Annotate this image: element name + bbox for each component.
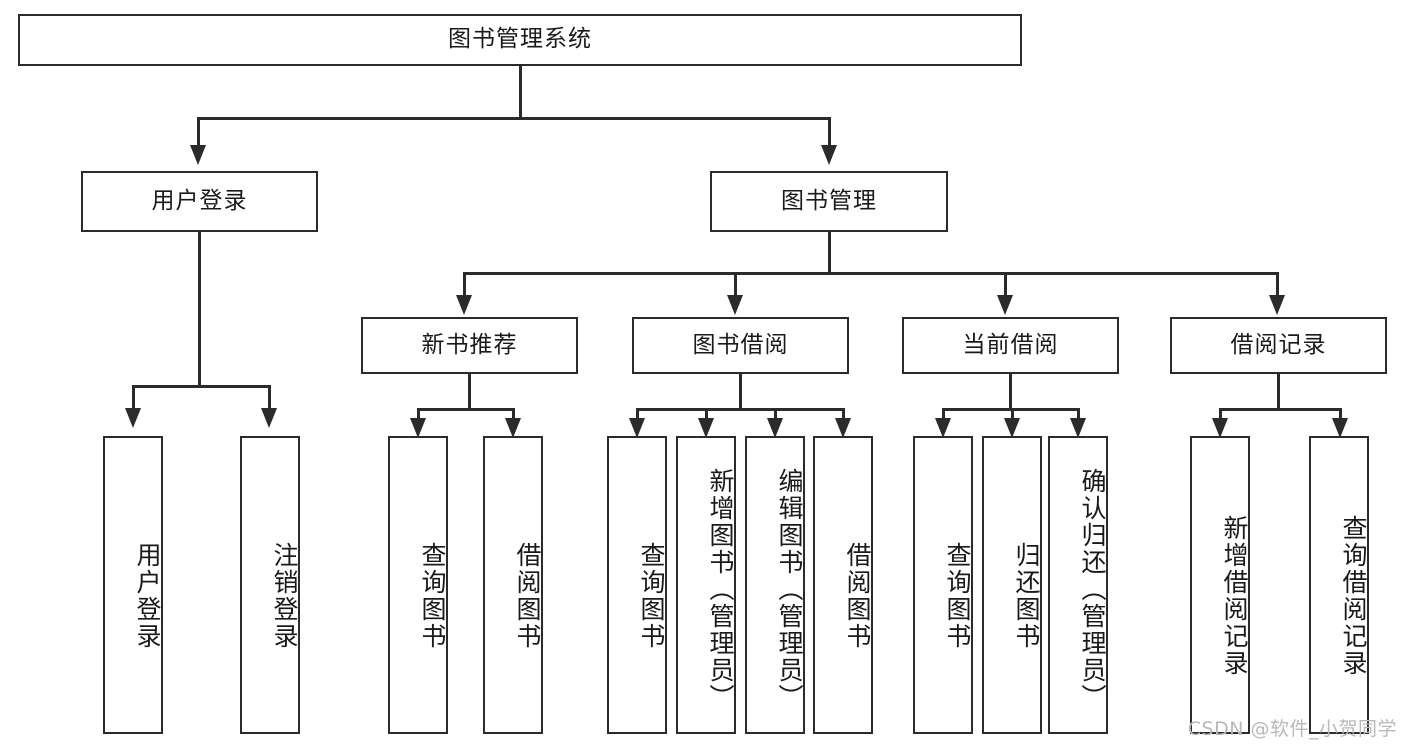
node-label: 查询借阅记录 bbox=[1339, 515, 1368, 677]
node-leaf-borrow-book-2[interactable]: 借阅图书 bbox=[813, 436, 873, 734]
csdn-watermark: CSDN @软件_小贺同学 bbox=[1187, 718, 1397, 740]
arrow-bm-to-current-borrow bbox=[997, 295, 1013, 315]
edge-nbr-bar bbox=[417, 408, 514, 411]
node-label: 图书借阅 bbox=[692, 331, 789, 358]
edge-nbr-to-leaf-2 bbox=[512, 408, 515, 421]
node-new-book-recommend[interactable]: 新书推荐 bbox=[361, 317, 578, 374]
arrow-bb-to-leaf-2 bbox=[698, 418, 714, 438]
node-label: 新增借阅记录 bbox=[1220, 515, 1249, 677]
node-label: 借阅记录 bbox=[1230, 331, 1327, 358]
node-label: 新书推荐 bbox=[421, 331, 518, 358]
edge-bb-to-leaf-2 bbox=[705, 408, 708, 421]
arrow-br-to-leaf-1 bbox=[1212, 418, 1228, 438]
edge-nbr-stem bbox=[468, 374, 471, 410]
edge-root-bar bbox=[197, 117, 831, 120]
edge-br-bar bbox=[1219, 408, 1340, 411]
edge-nbr-to-leaf-1 bbox=[417, 408, 420, 421]
arrow-bm-to-book-borrow bbox=[727, 295, 743, 315]
arrow-br-to-leaf-2 bbox=[1332, 418, 1348, 438]
arrow-nbr-to-leaf-2 bbox=[505, 418, 521, 438]
edge-br-to-leaf-2 bbox=[1339, 408, 1342, 421]
edge-book-manage-bar bbox=[463, 272, 1279, 275]
node-leaf-add-borrow-record[interactable]: 新增借阅记录 bbox=[1190, 436, 1250, 734]
node-leaf-confirm-return-admin[interactable]: 确认归还（管理员） bbox=[1048, 436, 1108, 734]
node-book-manage[interactable]: 图书管理 bbox=[710, 171, 948, 232]
node-leaf-return-book[interactable]: 归还图书 bbox=[982, 436, 1042, 734]
node-leaf-user-login[interactable]: 用户登录 bbox=[103, 436, 163, 734]
edge-br-to-leaf-1 bbox=[1219, 408, 1222, 421]
edge-bm-to-new-book bbox=[463, 272, 466, 297]
node-borrow-record[interactable]: 借阅记录 bbox=[1170, 317, 1387, 374]
node-label: 确认归还（管理员） bbox=[1078, 467, 1107, 711]
arrow-user-login-to-leaf-1 bbox=[125, 408, 141, 428]
edge-user-login-stem bbox=[198, 232, 201, 387]
node-leaf-query-book-2[interactable]: 查询图书 bbox=[607, 436, 667, 734]
edge-bm-to-current-borrow bbox=[1004, 272, 1007, 297]
node-label: 借阅图书 bbox=[843, 542, 872, 650]
node-leaf-edit-book-admin[interactable]: 编辑图书（管理员） bbox=[745, 436, 805, 734]
node-label: 注销登录 bbox=[270, 542, 299, 650]
node-label: 归还图书 bbox=[1012, 542, 1041, 650]
node-label: 编辑图书（管理员） bbox=[775, 467, 804, 711]
node-label: 用户登录 bbox=[133, 542, 162, 650]
arrow-cb-to-leaf-2 bbox=[1004, 418, 1020, 438]
node-label: 借阅图书 bbox=[513, 542, 542, 650]
node-leaf-query-book-3[interactable]: 查询图书 bbox=[913, 436, 973, 734]
edge-root-to-book-manage bbox=[828, 117, 831, 147]
edge-root-stem bbox=[519, 66, 522, 118]
arrow-bm-to-new-book bbox=[456, 295, 472, 315]
node-user-login[interactable]: 用户登录 bbox=[81, 171, 318, 232]
edge-bb-to-leaf-1 bbox=[636, 408, 639, 421]
edge-br-stem bbox=[1277, 374, 1280, 410]
arrow-bb-to-leaf-1 bbox=[629, 418, 645, 438]
node-label: 查询图书 bbox=[418, 542, 447, 650]
edge-bb-to-leaf-3 bbox=[774, 408, 777, 421]
arrow-bb-to-leaf-3 bbox=[767, 418, 783, 438]
edge-bm-to-book-borrow bbox=[734, 272, 737, 297]
arrow-bb-to-leaf-4 bbox=[835, 418, 851, 438]
arrow-cb-to-leaf-1 bbox=[935, 418, 951, 438]
arrow-root-to-book-manage bbox=[821, 145, 837, 165]
node-label: 新增图书（管理员） bbox=[706, 467, 735, 711]
arrow-cb-to-leaf-3 bbox=[1070, 418, 1086, 438]
edge-user-login-bar bbox=[132, 385, 268, 388]
node-leaf-query-book-1[interactable]: 查询图书 bbox=[388, 436, 448, 734]
node-leaf-logout-login[interactable]: 注销登录 bbox=[240, 436, 300, 734]
arrow-user-login-to-leaf-2 bbox=[261, 408, 277, 428]
edge-user-login-to-leaf-2 bbox=[268, 385, 271, 410]
arrow-root-to-user-login bbox=[190, 145, 206, 165]
edge-cb-bar bbox=[942, 408, 1077, 411]
edge-cb-to-leaf-1 bbox=[942, 408, 945, 421]
edge-book-manage-stem bbox=[828, 232, 831, 274]
node-leaf-query-borrow-record[interactable]: 查询借阅记录 bbox=[1309, 436, 1369, 734]
node-leaf-borrow-book-1[interactable]: 借阅图书 bbox=[483, 436, 543, 734]
edge-cb-to-leaf-2 bbox=[1011, 408, 1014, 421]
edge-bb-bar bbox=[636, 408, 844, 411]
node-current-borrow[interactable]: 当前借阅 bbox=[902, 317, 1119, 374]
node-root-system[interactable]: 图书管理系统 bbox=[18, 14, 1022, 66]
node-label: 图书管理 bbox=[781, 187, 877, 214]
arrow-nbr-to-leaf-1 bbox=[410, 418, 426, 438]
edge-cb-to-leaf-3 bbox=[1077, 408, 1080, 421]
edge-bb-stem bbox=[739, 374, 742, 410]
node-label: 查询图书 bbox=[943, 542, 972, 650]
node-label: 当前借阅 bbox=[962, 331, 1059, 358]
edge-cb-stem bbox=[1009, 374, 1012, 410]
edge-bm-to-borrow-record bbox=[1276, 272, 1279, 297]
node-book-borrow[interactable]: 图书借阅 bbox=[632, 317, 849, 374]
arrow-bm-to-borrow-record bbox=[1269, 295, 1285, 315]
node-leaf-add-book-admin[interactable]: 新增图书（管理员） bbox=[676, 436, 736, 734]
edge-bb-to-leaf-4 bbox=[842, 408, 845, 421]
node-label: 用户登录 bbox=[151, 187, 248, 214]
node-label: 图书管理系统 bbox=[448, 26, 592, 53]
node-label: 查询图书 bbox=[637, 542, 666, 650]
edge-user-login-to-leaf-1 bbox=[132, 385, 135, 410]
edge-root-to-user-login bbox=[197, 117, 200, 147]
